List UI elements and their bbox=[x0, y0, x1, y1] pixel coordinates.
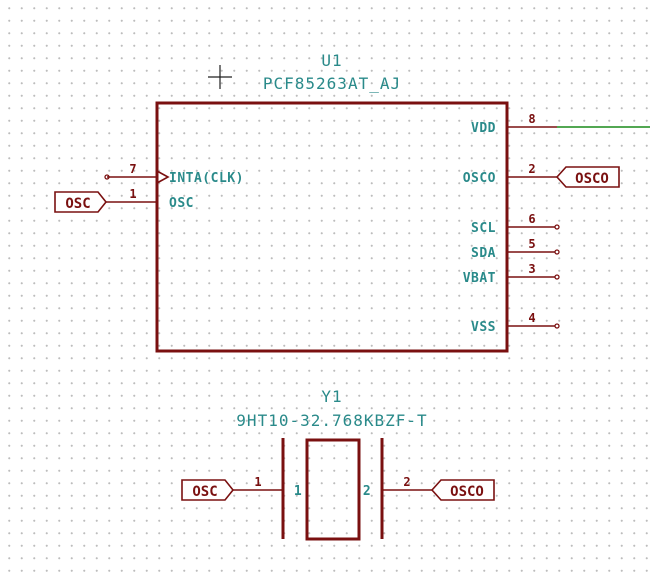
u1-pin-5[interactable]: 5 SDA bbox=[471, 237, 560, 261]
u1-pin-6-number: 6 bbox=[528, 212, 535, 226]
no-connect-dot-icon bbox=[554, 224, 560, 230]
u1-pin-7-name: INTA(CLK) bbox=[169, 171, 244, 186]
net-label-osco-y1[interactable]: OSCO bbox=[430, 479, 495, 501]
clock-triangle-icon bbox=[156, 170, 170, 184]
y1-pin-1[interactable]: 1 1 bbox=[233, 475, 302, 499]
net-label-osco-y1-text: OSCO bbox=[450, 484, 484, 500]
y1-crystal-body[interactable] bbox=[305, 438, 361, 541]
u1-pin-1-number: 1 bbox=[129, 187, 136, 201]
u1-pin-8-name: VDD bbox=[471, 121, 496, 136]
u1-pin-5-name: SDA bbox=[471, 246, 496, 261]
u1-body[interactable] bbox=[155, 101, 509, 353]
net-label-osc-u1-text: OSC bbox=[65, 196, 90, 212]
u1-pin-8-number: 8 bbox=[528, 112, 535, 126]
u1-pin-2[interactable]: 2 OSCO bbox=[463, 162, 557, 186]
u1-pin-2-number: 2 bbox=[528, 162, 535, 176]
component-u1[interactable]: U1 PCF85263AT_AJ 7 INTA(CLK) 1 OSC 8 VDD… bbox=[104, 51, 560, 353]
u1-pin-4[interactable]: 4 VSS bbox=[471, 311, 560, 335]
y1-pin-2-number: 2 bbox=[403, 475, 410, 489]
u1-pin-3[interactable]: 3 VBAT bbox=[463, 262, 560, 286]
net-label-osc-y1-text: OSC bbox=[192, 484, 217, 500]
y1-reference: Y1 bbox=[321, 387, 342, 406]
u1-pin-4-name: VSS bbox=[471, 320, 496, 335]
u1-pin-2-name: OSCO bbox=[463, 171, 496, 186]
y1-pin-2[interactable]: 2 2 bbox=[363, 475, 432, 499]
u1-pin-7[interactable]: 7 INTA(CLK) bbox=[104, 162, 244, 186]
net-label-osc-u1[interactable]: OSC bbox=[54, 191, 108, 213]
net-label-osco-u1-text: OSCO bbox=[575, 171, 609, 187]
net-label-osco-u1[interactable]: OSCO bbox=[555, 166, 620, 188]
component-y1[interactable]: Y1 9HT10-32.768KBZF-T 1 1 2 2 bbox=[233, 387, 432, 541]
crosshair-cursor-icon bbox=[208, 65, 232, 89]
net-label-osc-y1[interactable]: OSC bbox=[181, 479, 235, 501]
y1-value: 9HT10-32.768KBZF-T bbox=[236, 411, 427, 430]
u1-pin-8[interactable]: 8 VDD bbox=[471, 112, 557, 136]
u1-pin-3-number: 3 bbox=[528, 262, 535, 276]
u1-pin-1-name: OSC bbox=[169, 196, 194, 211]
u1-value: PCF85263AT_AJ bbox=[263, 74, 401, 93]
u1-pin-6-name: SCL bbox=[471, 221, 496, 236]
no-connect-dot-icon bbox=[104, 174, 110, 180]
u1-pin-6[interactable]: 6 SCL bbox=[471, 212, 560, 236]
u1-reference: U1 bbox=[321, 51, 342, 70]
u1-pin-7-number: 7 bbox=[129, 162, 136, 176]
u1-pin-1[interactable]: 1 OSC bbox=[104, 187, 194, 211]
y1-pin-1-number: 1 bbox=[254, 475, 261, 489]
u1-pin-5-number: 5 bbox=[528, 237, 535, 251]
y1-pin-1-name: 1 bbox=[294, 484, 302, 499]
no-connect-dot-icon bbox=[554, 274, 560, 280]
no-connect-dot-icon bbox=[554, 323, 560, 329]
y1-pin-2-name: 2 bbox=[363, 484, 371, 499]
u1-pin-3-name: VBAT bbox=[463, 271, 496, 286]
u1-pin-4-number: 4 bbox=[528, 311, 535, 325]
no-connect-dot-icon bbox=[554, 249, 560, 255]
